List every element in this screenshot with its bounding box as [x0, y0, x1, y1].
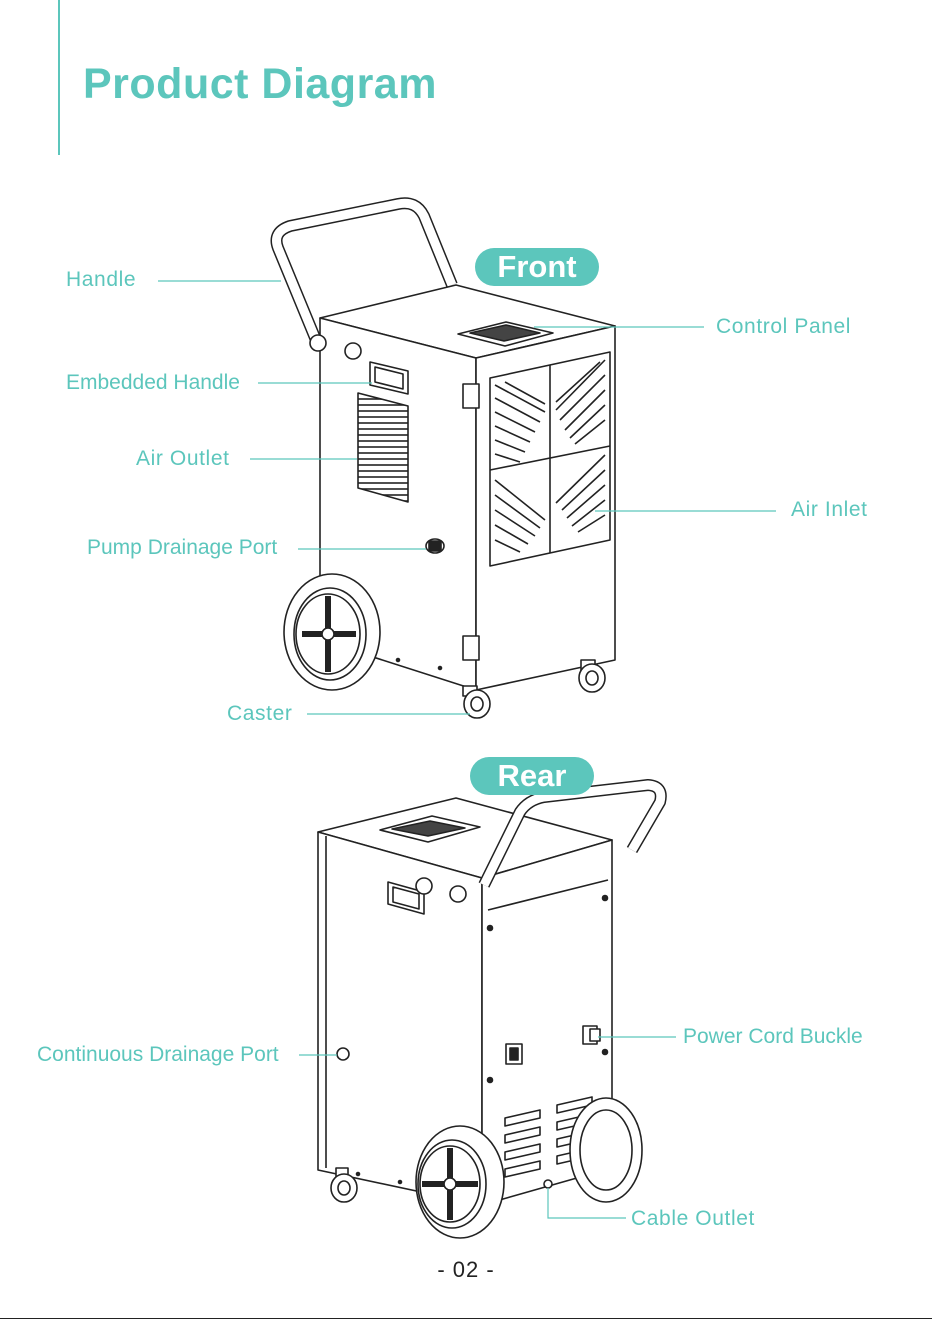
label-cable-outlet: Cable Outlet — [631, 1206, 755, 1232]
front-pump-drainage-port-drawing — [426, 539, 444, 553]
rear-cable-outlet-drawing — [544, 1180, 552, 1188]
rear-power-cord-buckle-drawing — [583, 1026, 600, 1044]
rear-unit-drawing — [318, 785, 661, 1238]
label-handle: Handle — [66, 267, 136, 293]
bottom-rule — [0, 1318, 932, 1319]
label-continuous-drainage-port: Continuous Drainage Port — [37, 1042, 279, 1068]
rear-wheel-drawing — [416, 1126, 504, 1238]
front-badge: Front — [475, 248, 599, 286]
front-wheel-drawing — [284, 574, 380, 690]
label-pump-drainage-port: Pump Drainage Port — [87, 535, 277, 561]
label-caster: Caster — [227, 701, 292, 727]
rear-badge: Rear — [470, 757, 594, 795]
label-air-inlet: Air Inlet — [791, 497, 868, 523]
label-power-cord-buckle: Power Cord Buckle — [683, 1024, 863, 1050]
label-control-panel: Control Panel — [716, 314, 851, 340]
rear-continuous-drainage-port-drawing — [337, 1048, 349, 1060]
page-number: - 02 - — [0, 1257, 932, 1283]
front-air-outlet-drawing — [358, 393, 408, 502]
front-caster-drawing — [463, 686, 490, 718]
front-air-inlet-drawing — [490, 352, 610, 566]
label-air-outlet: Air Outlet — [136, 446, 230, 472]
label-embedded-handle: Embedded Handle — [66, 370, 240, 396]
